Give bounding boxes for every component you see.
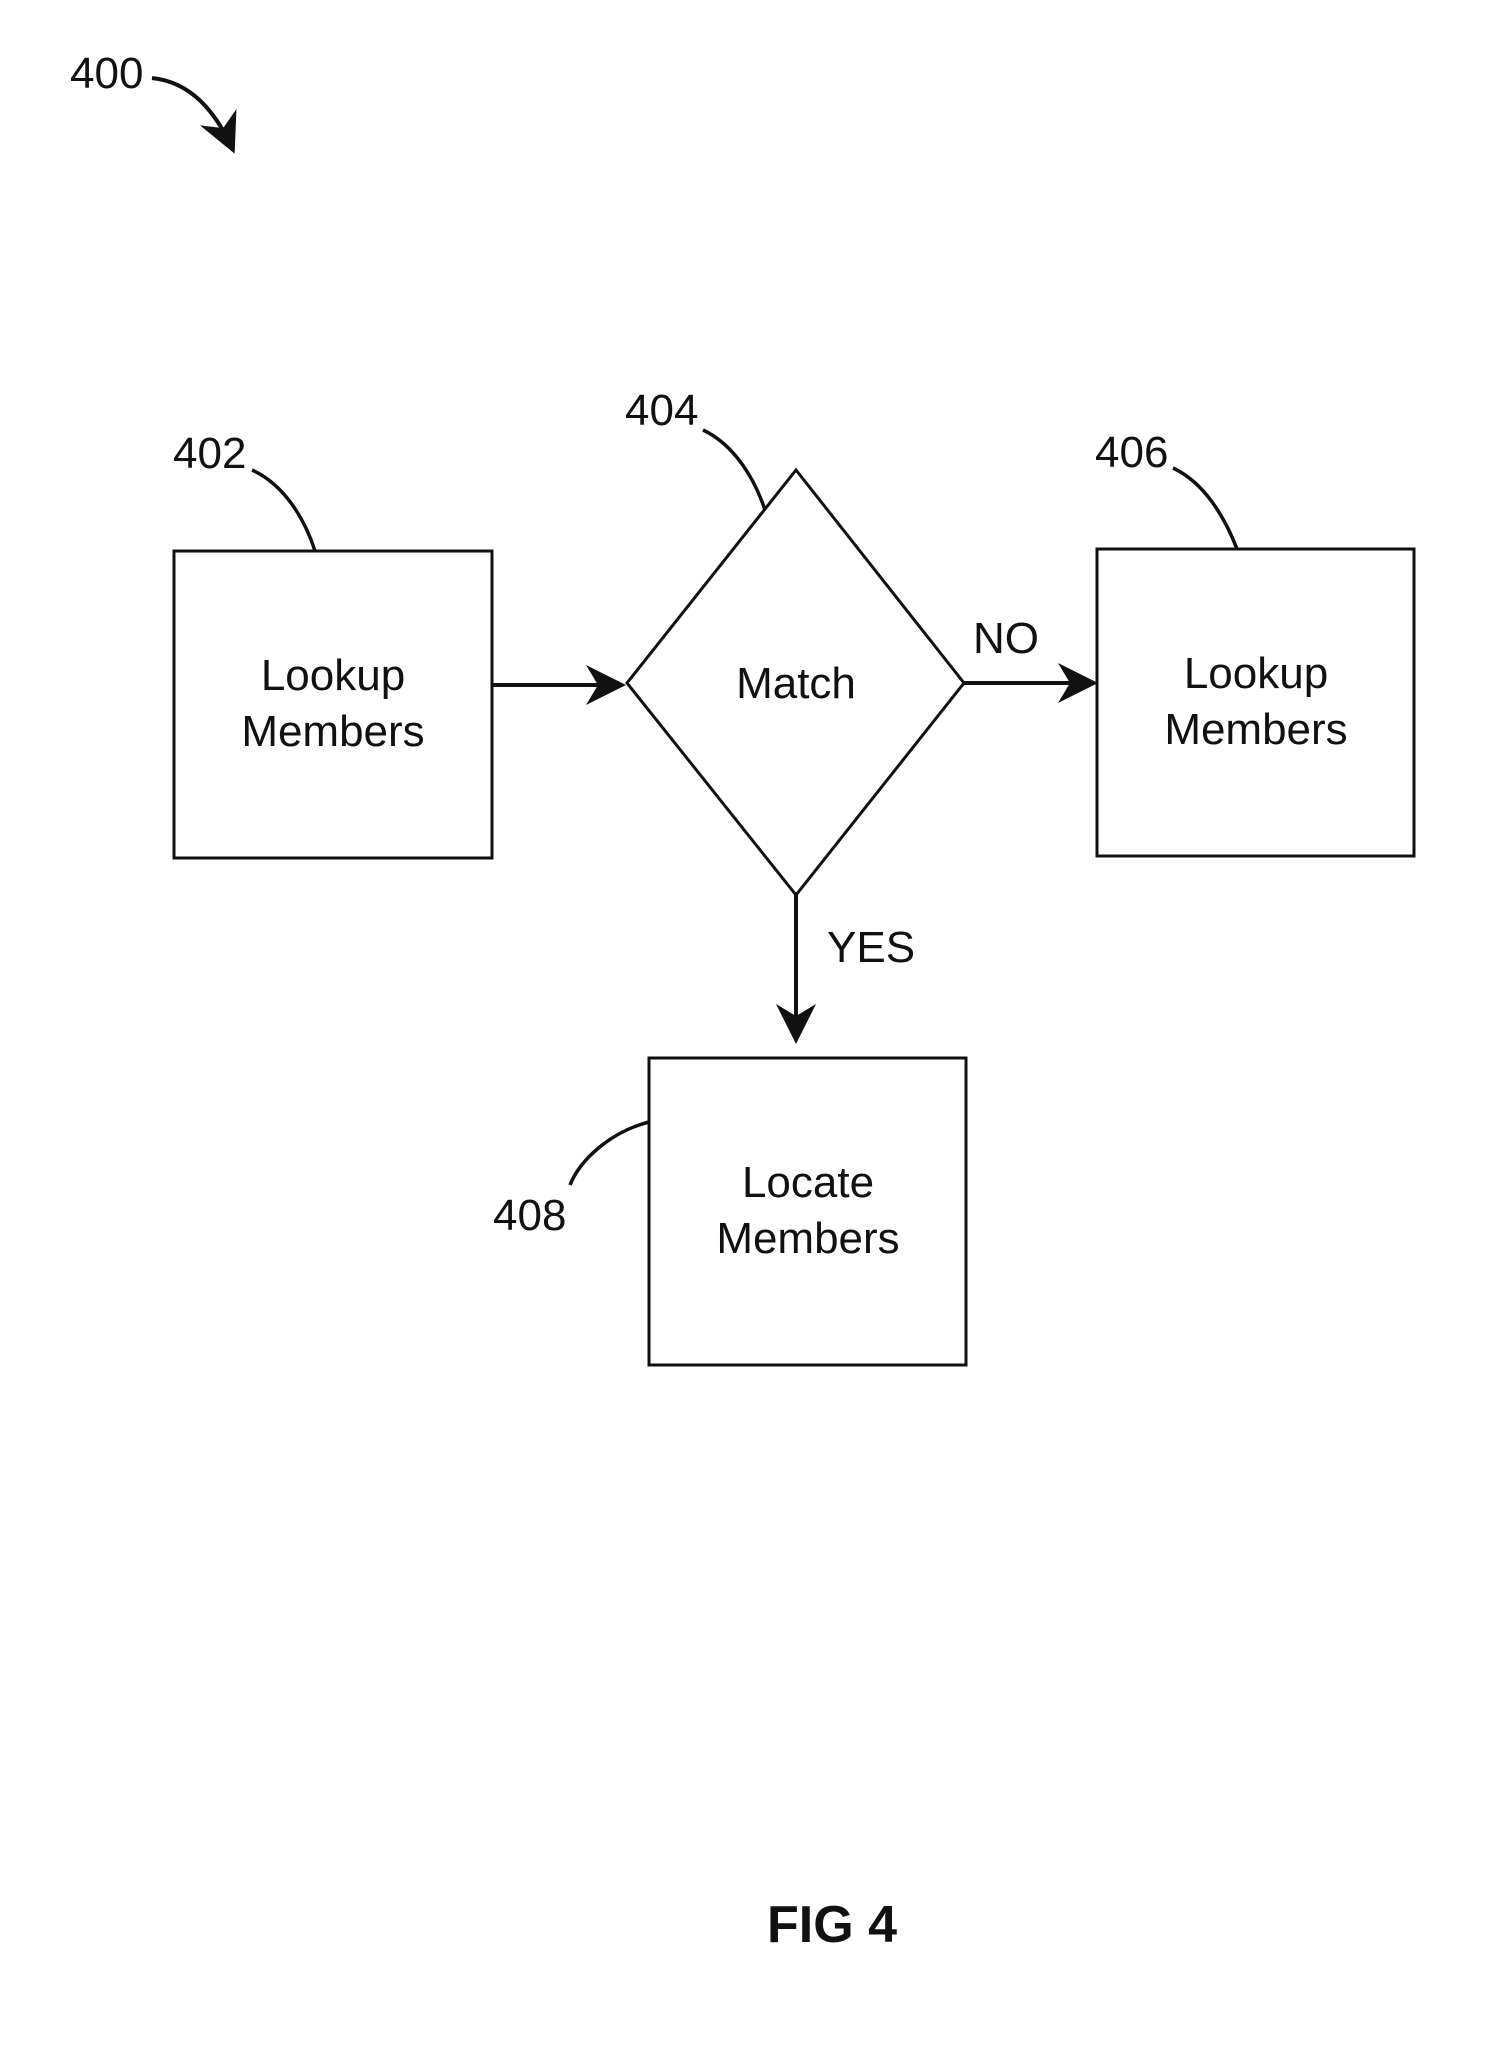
node-label-line1: Match xyxy=(736,659,856,708)
node-408-locate-members: Locate Members xyxy=(649,1058,966,1365)
process-box xyxy=(174,551,492,858)
ref-leader-406 xyxy=(1173,468,1237,549)
edge-label-yes: YES xyxy=(827,923,915,972)
ref-label-402: 402 xyxy=(173,429,246,478)
edge-label-no: NO xyxy=(973,614,1039,663)
ref-leader-402 xyxy=(252,470,315,551)
ref-label-404: 404 xyxy=(625,386,698,435)
ref-label-408: 408 xyxy=(493,1191,566,1240)
figure-ref-arrow xyxy=(152,78,233,150)
node-404-match: Match xyxy=(627,470,964,895)
node-label-line1: Locate xyxy=(742,1158,874,1207)
ref-label-406: 406 xyxy=(1095,428,1168,477)
figure-caption: FIG 4 xyxy=(767,1896,897,1954)
ref-leader-408 xyxy=(570,1122,649,1185)
node-label-line1: Lookup xyxy=(1184,649,1328,698)
ref-leader-404 xyxy=(703,430,765,510)
node-406-lookup-members: Lookup Members xyxy=(1097,549,1414,856)
node-402-lookup-members: Lookup Members xyxy=(174,551,492,858)
node-label-line2: Members xyxy=(716,1214,899,1263)
node-label-line1: Lookup xyxy=(261,651,405,700)
process-box xyxy=(1097,549,1414,856)
figure-ref-label: 400 xyxy=(70,49,143,98)
process-box xyxy=(649,1058,966,1365)
node-label-line2: Members xyxy=(241,707,424,756)
node-label-line2: Members xyxy=(1164,705,1347,754)
